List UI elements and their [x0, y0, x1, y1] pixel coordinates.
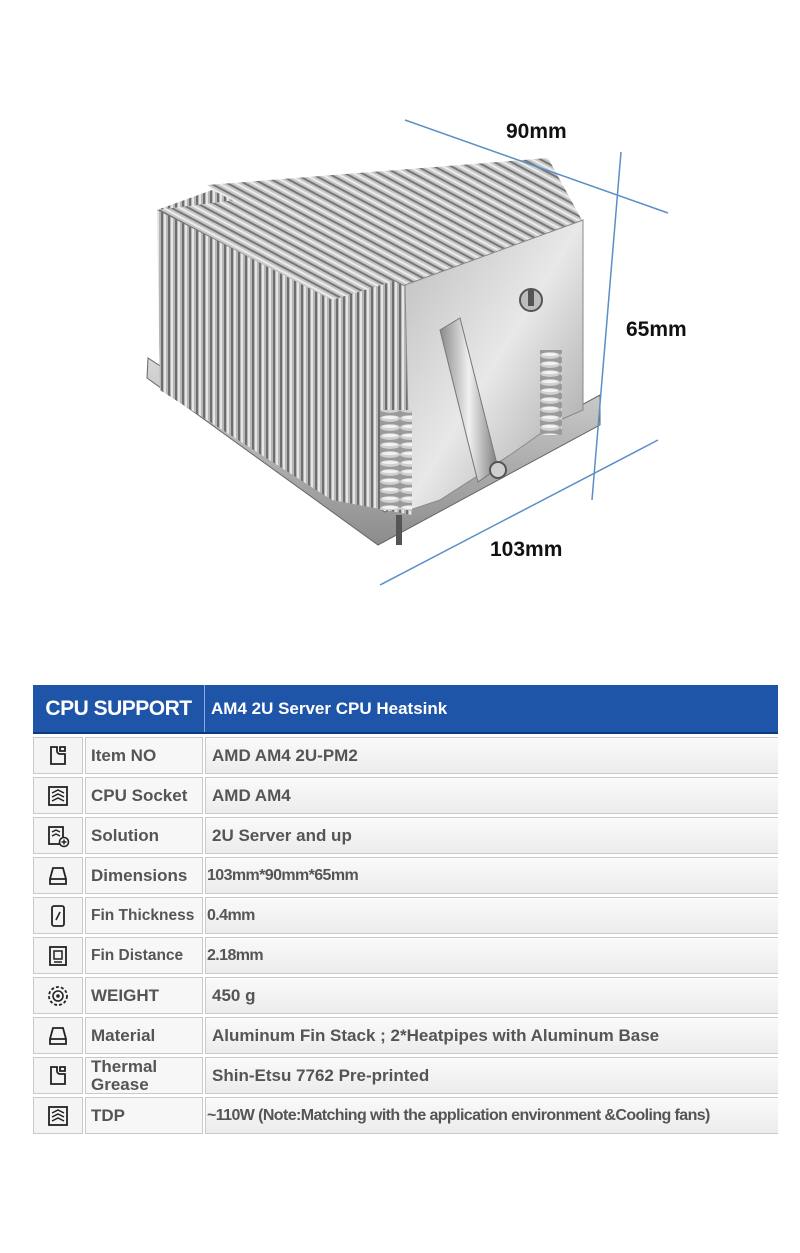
dimension-line-width — [404, 119, 669, 214]
document-corner-icon — [33, 737, 83, 774]
row-value: AMD AM4 — [205, 777, 778, 814]
row-value: 2U Server and up — [205, 817, 778, 854]
cpu-support-heading: CPU SUPPORT — [33, 685, 205, 732]
spec-table: CPU SUPPORT AM4 2U Server CPU Heatsink I… — [33, 685, 778, 1134]
row-label: Fin Thickness — [85, 897, 203, 934]
table-row: CPU Socket AMD AM4 — [33, 777, 778, 814]
table-row: WEIGHT 450 g — [33, 977, 778, 1014]
table-row: Thermal Grease Shin-Etsu 7762 Pre-printe… — [33, 1057, 778, 1094]
row-label: Thermal Grease — [85, 1057, 203, 1094]
drive-icon — [33, 1017, 83, 1054]
layers-icon — [33, 777, 83, 814]
slash-card-icon — [33, 897, 83, 934]
dimension-length-label: 103mm — [490, 538, 563, 561]
table-row: TDP ~110W (Note:Matching with the applic… — [33, 1097, 778, 1134]
product-title: AM4 2U Server CPU Heatsink — [211, 698, 448, 718]
row-label: TDP — [85, 1097, 203, 1134]
row-label: Dimensions — [85, 857, 203, 894]
dimension-line-length — [379, 439, 659, 586]
table-row: Fin Distance 2.18mm — [33, 937, 778, 974]
row-label: Fin Distance — [85, 937, 203, 974]
heatsink-illustration — [146, 119, 669, 586]
row-label: WEIGHT — [85, 977, 203, 1014]
layers-icon — [33, 1097, 83, 1134]
table-row: Material Aluminum Fin Stack ; 2*Heatpipe… — [33, 1017, 778, 1054]
row-label: CPU Socket — [85, 777, 203, 814]
dimension-width-label: 90mm — [506, 120, 567, 143]
fan-icon — [33, 977, 83, 1014]
product-figure: 90mm 65mm 103mm — [146, 119, 687, 586]
row-value: AMD AM4 2U-PM2 — [205, 737, 778, 774]
table-row: Fin Thickness 0.4mm — [33, 897, 778, 934]
table-row: Solution 2U Server and up — [33, 817, 778, 854]
row-label: Item NO — [85, 737, 203, 774]
layers-plus-icon — [33, 817, 83, 854]
document-corner-icon — [33, 1057, 83, 1094]
dimension-line-height — [591, 151, 622, 501]
table-row: Dimensions 103mm*90mm*65mm — [33, 857, 778, 894]
row-label: Solution — [85, 817, 203, 854]
drive-icon — [33, 857, 83, 894]
row-value: 2.18mm — [205, 937, 778, 974]
row-value: 0.4mm — [205, 897, 778, 934]
row-value: Aluminum Fin Stack ; 2*Heatpipes with Al… — [205, 1017, 778, 1054]
dimension-height-label: 65mm — [626, 318, 687, 341]
spec-table-header: CPU SUPPORT AM4 2U Server CPU Heatsink — [33, 685, 778, 734]
row-label: Material — [85, 1017, 203, 1054]
row-value: 450 g — [205, 977, 778, 1014]
chip-icon — [33, 937, 83, 974]
row-value: 103mm*90mm*65mm — [205, 857, 778, 894]
row-value: Shin-Etsu 7762 Pre-printed — [205, 1057, 778, 1094]
row-value: ~110W (Note:Matching with the applicatio… — [205, 1097, 778, 1134]
table-row: Item NO AMD AM4 2U-PM2 — [33, 737, 778, 774]
